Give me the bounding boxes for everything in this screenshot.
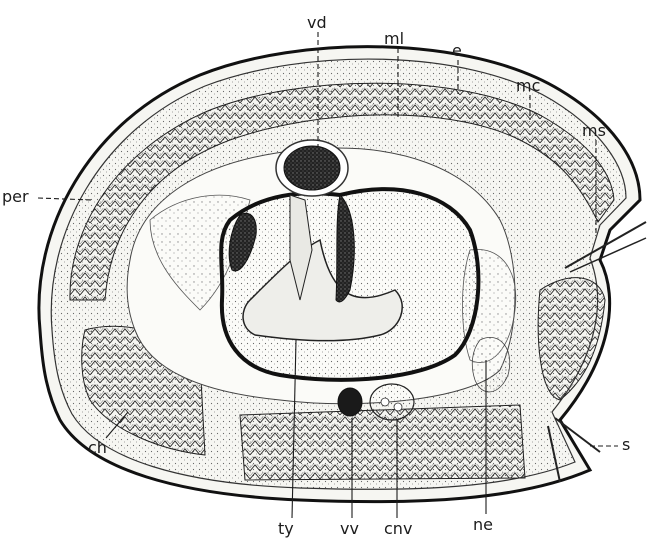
- label-ch-text: ch: [88, 438, 107, 457]
- label-s: s: [590, 435, 630, 454]
- label-e-text: e: [452, 41, 462, 60]
- label-ms-text: ms: [582, 121, 606, 140]
- label-vv-text: vv: [340, 519, 359, 538]
- label-ty-text: ty: [278, 519, 294, 538]
- label-vd-text: vd: [307, 13, 327, 32]
- label-ml-text: ml: [384, 29, 404, 48]
- label-s-text: s: [622, 435, 630, 454]
- dorsal-vessel: [276, 140, 348, 196]
- label-cnv-text: cnv: [384, 519, 412, 538]
- gut-typhlosole: [221, 189, 478, 380]
- label-per-text: per: [2, 187, 29, 206]
- label-mc-text: mc: [516, 76, 540, 95]
- ventral-nerve-cord: [370, 384, 414, 420]
- label-ne-text: ne: [473, 515, 493, 534]
- ventral-vessel: [338, 388, 362, 416]
